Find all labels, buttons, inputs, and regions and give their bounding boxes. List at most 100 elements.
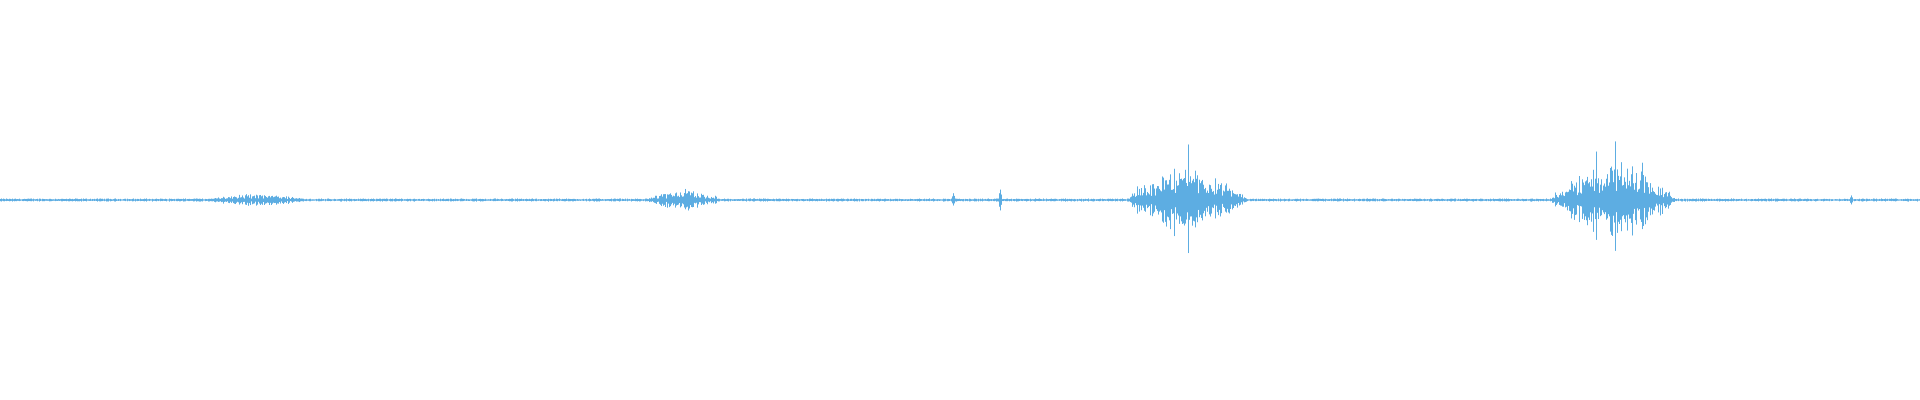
waveform-sample xyxy=(866,198,867,201)
waveform-sample xyxy=(17,199,18,201)
waveform-sample xyxy=(1376,199,1377,201)
waveform-sample xyxy=(1871,199,1872,201)
waveform-sample xyxy=(496,199,497,201)
waveform-sample xyxy=(958,198,959,202)
waveform-sample xyxy=(1473,198,1474,202)
waveform-sample xyxy=(354,198,355,202)
waveform-sample xyxy=(505,199,506,202)
waveform-sample xyxy=(262,195,263,205)
waveform-sample xyxy=(665,194,666,207)
waveform-sample xyxy=(1672,198,1673,202)
waveform-sample xyxy=(638,199,639,201)
waveform-sample xyxy=(1306,198,1307,201)
waveform-sample xyxy=(1012,199,1013,201)
waveform-sample xyxy=(64,199,65,202)
waveform-sample xyxy=(146,198,147,202)
waveform-sample xyxy=(1690,198,1691,201)
waveform-sample xyxy=(1108,198,1109,202)
waveform-sample xyxy=(1691,199,1692,202)
waveform-sample xyxy=(891,199,892,201)
waveform-sample xyxy=(1373,198,1374,202)
waveform-sample xyxy=(1783,198,1784,202)
waveform-sample xyxy=(1782,198,1783,201)
waveform-sample xyxy=(1304,199,1305,201)
waveform-sample xyxy=(351,198,352,202)
waveform-sample xyxy=(1061,198,1062,202)
waveform-sample xyxy=(323,198,324,201)
waveform-sample xyxy=(1701,198,1702,202)
waveform-sample xyxy=(718,198,719,202)
waveform-sample xyxy=(394,198,395,202)
waveform-sample xyxy=(811,198,812,202)
waveform-sample xyxy=(188,198,189,202)
waveform-sample xyxy=(409,198,410,201)
waveform-sample xyxy=(1353,199,1354,201)
waveform-sample xyxy=(612,199,613,201)
waveform-sample xyxy=(149,198,150,202)
waveform-sample xyxy=(1201,181,1202,218)
waveform-sample xyxy=(1148,193,1149,208)
waveform-sample xyxy=(994,198,995,202)
waveform-sample xyxy=(1606,178,1607,220)
waveform-sample xyxy=(966,199,967,201)
waveform-sample xyxy=(1471,199,1472,201)
waveform-sample xyxy=(1423,199,1424,201)
waveform-sample xyxy=(608,199,609,201)
waveform-sample xyxy=(918,198,919,201)
waveform-sample xyxy=(827,199,828,201)
waveform-sample xyxy=(912,199,913,201)
waveform-sample xyxy=(1372,198,1373,202)
waveform-sample xyxy=(1595,178,1596,220)
waveform-sample xyxy=(216,198,217,202)
waveform-sample xyxy=(1504,198,1505,202)
waveform-sample xyxy=(1064,199,1065,202)
waveform-sample xyxy=(951,198,952,202)
waveform-sample xyxy=(1033,199,1034,201)
waveform-sample xyxy=(307,199,308,201)
waveform-sample xyxy=(822,199,823,201)
waveform-sample xyxy=(1006,198,1007,202)
waveform-sample xyxy=(1713,199,1714,201)
waveform-sample xyxy=(1295,198,1296,202)
waveform-sample xyxy=(1024,199,1025,201)
waveform-sample xyxy=(254,195,255,204)
waveform-sample xyxy=(998,198,999,202)
waveform-sample xyxy=(1653,191,1654,210)
waveform-sample xyxy=(1684,198,1685,202)
waveform-sample xyxy=(565,199,566,202)
waveform-sample xyxy=(1889,198,1890,201)
waveform-sample xyxy=(1095,199,1096,201)
waveform-sample xyxy=(900,199,901,201)
waveform-sample xyxy=(1060,199,1061,201)
waveform-sample xyxy=(993,199,994,202)
waveform-sample xyxy=(967,199,968,202)
waveform-sample xyxy=(1476,198,1477,202)
waveform-sample xyxy=(863,199,864,202)
waveform-sample xyxy=(1724,199,1725,201)
waveform-sample xyxy=(519,198,520,202)
waveform-sample xyxy=(547,199,548,201)
waveform-sample xyxy=(471,199,472,201)
waveform-sample xyxy=(980,198,981,202)
waveform-sample xyxy=(1133,195,1134,205)
waveform-sample xyxy=(1325,198,1326,202)
waveform-sample xyxy=(1448,199,1449,201)
waveform-sample xyxy=(414,198,415,202)
waveform-sample xyxy=(589,198,590,202)
waveform-sample xyxy=(500,199,501,201)
waveform-sample xyxy=(444,199,445,201)
waveform-sample xyxy=(1751,198,1752,202)
waveform-sample xyxy=(1371,199,1372,201)
waveform-sample xyxy=(803,198,804,202)
waveform-sample xyxy=(1445,199,1446,201)
waveform-sample xyxy=(584,199,585,201)
waveform-sample xyxy=(635,198,636,202)
waveform-sample xyxy=(587,199,588,201)
waveform-sample xyxy=(1388,199,1389,201)
waveform-sample xyxy=(626,199,627,201)
waveform-sample xyxy=(1550,198,1551,202)
waveform-sample xyxy=(112,199,113,201)
waveform-sample xyxy=(393,199,394,201)
